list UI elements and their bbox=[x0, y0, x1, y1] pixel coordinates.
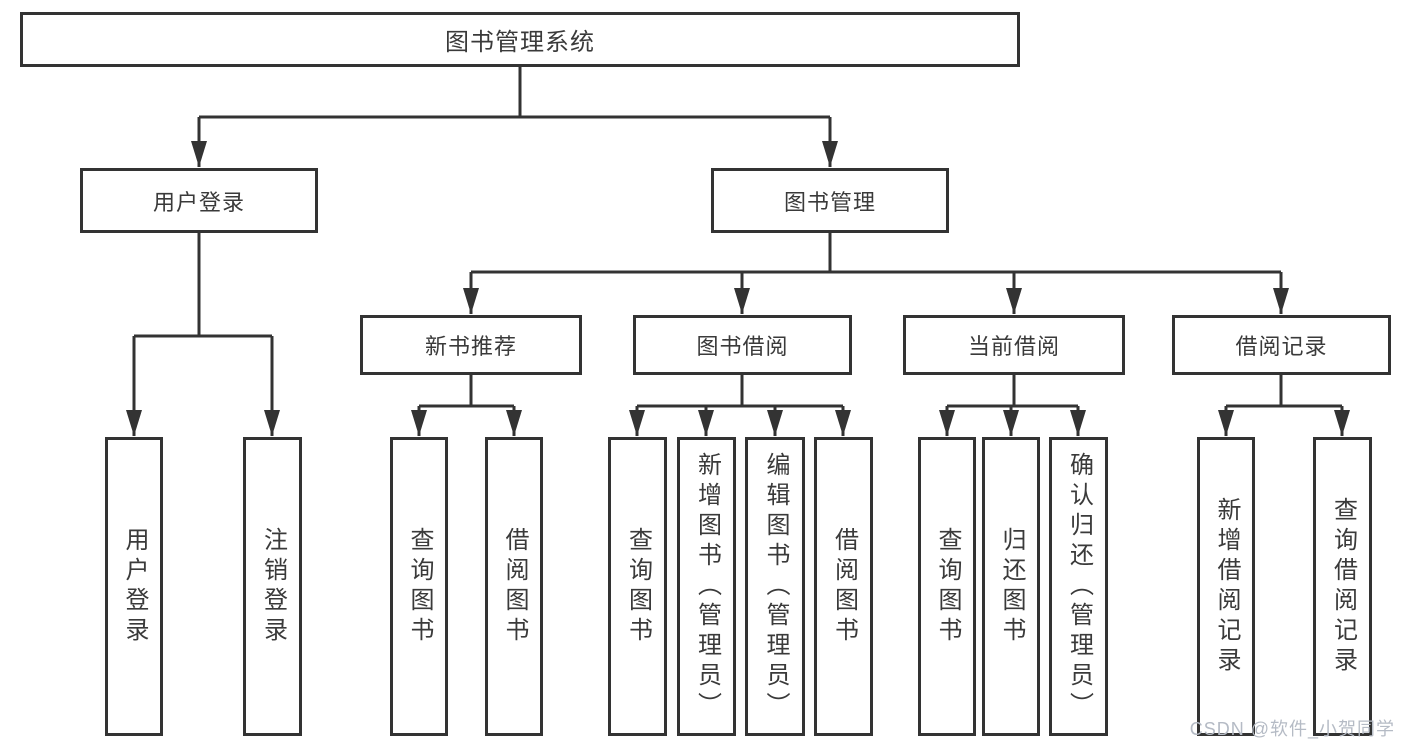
connector-borrow-records-stem bbox=[1226, 375, 1342, 408]
node-root: 图书管理系统 bbox=[20, 12, 1020, 67]
leaf-nb-borrow-books-label: 借阅图书 bbox=[501, 526, 528, 647]
connector-new-book-stem bbox=[419, 375, 514, 408]
leaf-bb-add-books-admin: 新增图书（管理员） bbox=[677, 437, 736, 736]
node-borrow-records: 借阅记录 bbox=[1172, 315, 1391, 375]
node-book-management-label: 图书管理 bbox=[783, 189, 876, 215]
leaf-cb-query-books-label: 查询图书 bbox=[934, 526, 961, 647]
node-current-borrow: 当前借阅 bbox=[903, 315, 1125, 375]
leaf-cb-return-books-label: 归还图书 bbox=[998, 526, 1025, 647]
leaf-cb-return-books: 归还图书 bbox=[982, 437, 1040, 736]
node-root-label: 图书管理系统 bbox=[445, 29, 595, 56]
leaf-bb-query-books: 查询图书 bbox=[608, 437, 667, 736]
node-book-borrow: 图书借阅 bbox=[633, 315, 852, 375]
connector-current-borrow-stem bbox=[947, 375, 1078, 408]
node-user-login-label: 用户登录 bbox=[152, 189, 245, 215]
node-book-borrow-label: 图书借阅 bbox=[696, 334, 789, 359]
connector-user-login-stem bbox=[134, 233, 272, 338]
connector-book-management-stem bbox=[471, 233, 1281, 274]
leaf-br-query-record: 查询借阅记录 bbox=[1313, 437, 1372, 736]
leaf-nb-borrow-books: 借阅图书 bbox=[485, 437, 543, 736]
leaf-cb-confirm-return-admin: 确认归还（管理员） bbox=[1049, 437, 1108, 736]
leaf-bb-edit-books-admin-label: 编辑图书（管理员） bbox=[762, 451, 789, 722]
node-current-borrow-label: 当前借阅 bbox=[967, 334, 1060, 359]
leaf-bb-borrow-books: 借阅图书 bbox=[814, 437, 873, 736]
leaf-logout: 注销登录 bbox=[243, 437, 302, 736]
leaf-bb-borrow-books-label: 借阅图书 bbox=[830, 526, 858, 647]
node-new-book-recommend-label: 新书推荐 bbox=[424, 334, 517, 359]
node-book-management: 图书管理 bbox=[711, 168, 949, 233]
leaf-user-login: 用户登录 bbox=[105, 437, 163, 736]
node-new-book-recommend: 新书推荐 bbox=[360, 315, 582, 375]
leaf-cb-confirm-return-admin-label: 确认归还（管理员） bbox=[1065, 451, 1093, 722]
leaf-cb-query-books: 查询图书 bbox=[918, 437, 976, 736]
connector-book-borrow-stem bbox=[637, 375, 843, 408]
node-user-login: 用户登录 bbox=[80, 168, 318, 233]
leaf-nb-query-books-label: 查询图书 bbox=[406, 526, 433, 647]
leaf-user-login-label: 用户登录 bbox=[121, 526, 148, 647]
node-borrow-records-label: 借阅记录 bbox=[1235, 334, 1328, 359]
leaf-bb-edit-books-admin: 编辑图书（管理员） bbox=[745, 437, 805, 736]
leaf-nb-query-books: 查询图书 bbox=[390, 437, 448, 736]
leaf-bb-add-books-admin-label: 新增图书（管理员） bbox=[693, 451, 721, 722]
leaf-logout-label: 注销登录 bbox=[259, 526, 287, 647]
leaf-br-add-record-label: 新增借阅记录 bbox=[1213, 496, 1240, 677]
leaf-bb-query-books-label: 查询图书 bbox=[624, 526, 652, 647]
connector-root-stem bbox=[199, 67, 830, 119]
leaf-br-query-record-label: 查询借阅记录 bbox=[1329, 496, 1357, 677]
leaf-br-add-record: 新增借阅记录 bbox=[1197, 437, 1255, 736]
csdn-watermark: CSDN @软件_小贺同学 bbox=[1189, 719, 1395, 739]
